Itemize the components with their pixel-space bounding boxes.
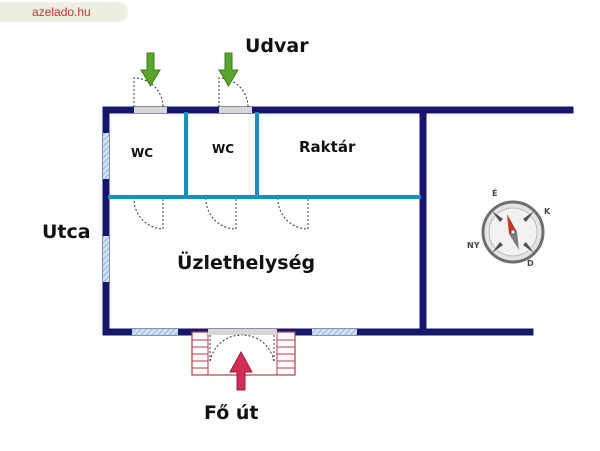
label-wc-1: WC	[131, 146, 154, 160]
label-raktar: Raktár	[299, 138, 356, 156]
window-bottom-right	[312, 329, 357, 335]
courtyard-arrows	[140, 52, 239, 87]
label-fo-ut: Fő út	[204, 402, 259, 424]
top-doors	[133, 77, 252, 113]
compass-east-label: K	[544, 207, 551, 216]
inner-walls	[108, 112, 421, 199]
label-utca: Utca	[42, 221, 91, 243]
label-uzlethelyseg: Üzlethelység	[177, 252, 316, 274]
window-bottom-left	[132, 329, 178, 335]
compass-north-label: É	[492, 189, 498, 198]
entrance-arrow	[229, 350, 253, 391]
inner-doors	[133, 198, 309, 230]
compass-west-label: NY	[467, 241, 480, 250]
window-left-top	[103, 133, 109, 179]
windows	[103, 133, 357, 335]
label-udvar: Udvar	[245, 35, 309, 57]
watermark-azelado: azelado.hu	[0, 2, 128, 22]
compass-south-label: D	[527, 259, 534, 268]
label-wc-2: WC	[212, 142, 235, 156]
window-left-bottom	[103, 236, 109, 282]
compass	[481, 200, 545, 264]
